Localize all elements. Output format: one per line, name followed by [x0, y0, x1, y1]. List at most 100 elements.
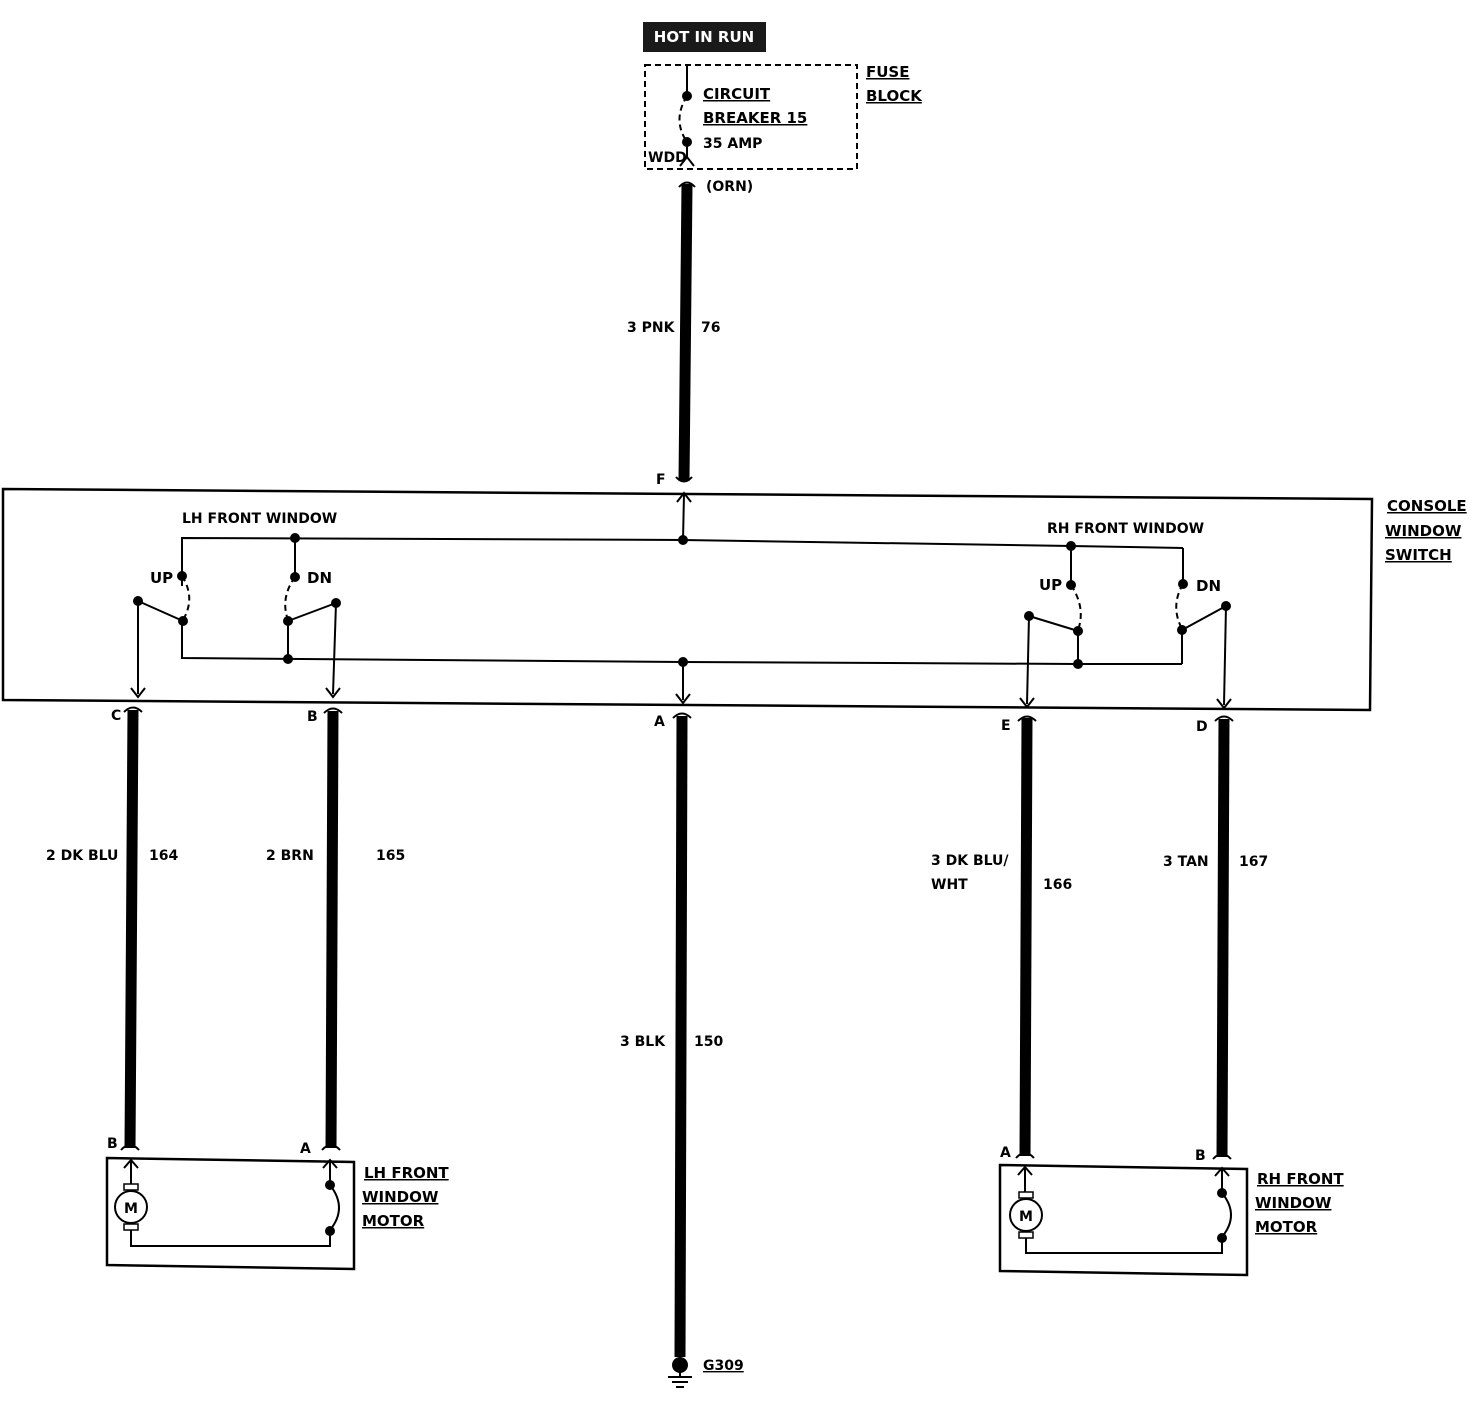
- fuse-block-label-1: FUSE: [866, 63, 909, 81]
- motor-icon-rh: [1009, 1198, 1043, 1232]
- rh-motor-label-1: RH FRONT: [1257, 1170, 1344, 1188]
- rh-dn-output-arrow-icon: [1216, 698, 1232, 710]
- lh-motor-return: [130, 1230, 331, 1247]
- hot-in-run-badge: [643, 22, 766, 52]
- switch-title-3: SWITCH: [1385, 546, 1452, 564]
- wire-165-line: [325, 710, 339, 1149]
- wire-164-gauge: 2 DK BLU: [46, 848, 118, 864]
- wire-165-gauge: 2 BRN: [266, 848, 314, 864]
- rh-dn-dashed-link: [1175, 583, 1184, 630]
- feed-top-connector-icon: [678, 181, 696, 188]
- pin-c-label: C: [111, 708, 121, 724]
- lh-up-dashed-link: [181, 575, 191, 621]
- motor-icon-lh: [114, 1190, 148, 1224]
- lh-switch-label: LH FRONT WINDOW: [182, 511, 337, 527]
- lh-motor-limit-bottom: [325, 1226, 335, 1236]
- rh-motor-housing: [998, 1163, 1249, 1277]
- lh-motor-label-2: WINDOW: [362, 1188, 439, 1206]
- wire-166: 3 DK BLU/ WHT 166: [931, 715, 1072, 1159]
- lh-motor-housing: [105, 1156, 356, 1271]
- rh-motor-return: [1025, 1238, 1223, 1254]
- lh-dn-label: DN: [307, 569, 332, 587]
- wire-167-line: [1216, 718, 1230, 1158]
- pin-e-label: E: [1001, 718, 1011, 734]
- rh-motor-pin-b: B: [1195, 1148, 1206, 1164]
- rh-dn-blade: [1181, 605, 1227, 631]
- pin-a-label: A: [654, 714, 665, 730]
- feed-wire-line: [678, 183, 693, 482]
- breaker-rating: 35 AMP: [703, 136, 762, 152]
- lh-motor-limit-switch: [329, 1184, 340, 1231]
- rh-dn-power-lead: [1070, 545, 1184, 549]
- connector-label: WDD: [648, 150, 687, 166]
- breaker-label-2: BREAKER 15: [703, 109, 807, 127]
- wire-167-bottom-connector-icon: [1212, 1153, 1232, 1160]
- switch-feed-arrow-icon: [676, 491, 692, 503]
- wire-167-circuit: 167: [1239, 854, 1268, 870]
- ground-bus: [181, 621, 1079, 665]
- wire-164-top-connector-icon: [123, 706, 143, 713]
- wire-164: 2 DK BLU 164: [46, 706, 178, 1151]
- pin-b-label: B: [307, 709, 318, 725]
- lh-motor-symbol: M: [124, 1201, 138, 1217]
- switch-housing: [1, 487, 1374, 712]
- lh-motor-input-arrow-a-icon: [322, 1158, 338, 1169]
- wire-150: 3 BLK 150: [620, 712, 723, 1358]
- wire-167: 3 TAN 167: [1163, 715, 1268, 1160]
- rh-up-output-arrow-icon: [1019, 697, 1035, 709]
- lh-dn-blade: [287, 602, 337, 622]
- power-bus: [181, 536, 1072, 586]
- wire-164-circuit: 164: [149, 848, 178, 864]
- wire-166-gauge-1: 3 DK BLU/: [931, 853, 1009, 869]
- lh-up-blade: [137, 600, 184, 622]
- rh-motor-label-3: MOTOR: [1255, 1218, 1318, 1236]
- rh-up-output: [1026, 615, 1030, 705]
- rh-up-blade: [1028, 615, 1079, 632]
- lh-up-label: UP: [150, 569, 173, 587]
- breaker-element: [678, 95, 688, 143]
- rh-motor-limit-bottom: [1217, 1233, 1227, 1243]
- wdd-connector-icon: [679, 155, 695, 167]
- rh-switch-label: RH FRONT WINDOW: [1047, 521, 1204, 537]
- lh-motor-pin-b: B: [107, 1136, 118, 1152]
- rh-up-dashed-link: [1070, 584, 1082, 631]
- feed-bottom-connector-icon: [675, 476, 693, 483]
- connector-color: (ORN): [706, 179, 753, 195]
- feed-wire-76: 3 PNK 76: [627, 181, 720, 483]
- console-window-switch: CONSOLE WINDOW SWITCH F LH FRONT WINDOW …: [1, 472, 1467, 735]
- wire-167-gauge: 3 TAN: [1163, 854, 1209, 870]
- lh-motor-input-arrow-icon: [123, 1158, 139, 1169]
- wire-166-circuit: 166: [1043, 877, 1072, 893]
- switch-feed-line: [682, 493, 685, 541]
- lh-motor-label-3: MOTOR: [362, 1212, 425, 1230]
- wire-164-line: [124, 709, 139, 1149]
- wire-166-line: [1019, 717, 1033, 1157]
- wire-150-line: [674, 715, 688, 1358]
- fuse-block-label-2: BLOCK: [866, 87, 923, 105]
- lh-dn-output: [332, 602, 337, 695]
- hot-in-run-label: HOT IN RUN: [654, 28, 754, 46]
- ground-node: [672, 1357, 688, 1373]
- wire-166-gauge-2: WHT: [931, 877, 968, 893]
- lh-front-window-motor: B A LH FRONT WINDOW MOTOR M: [105, 1136, 449, 1271]
- rh-motor-pin-a: A: [1000, 1145, 1011, 1161]
- wire-165: 2 BRN 165: [266, 707, 405, 1151]
- lh-up-output-arrow-icon: [130, 687, 146, 699]
- rh-motor-input-arrow-icon: [1017, 1165, 1033, 1176]
- feed-wire-gauge: 3 PNK: [627, 320, 676, 336]
- wire-165-bottom-connector-icon: [321, 1144, 341, 1151]
- switch-title-2: WINDOW: [1385, 522, 1462, 540]
- rh-front-window-motor: A B RH FRONT WINDOW MOTOR M: [998, 1145, 1344, 1277]
- ground-label: G309: [703, 1358, 744, 1374]
- lh-motor-brush-bottom: [123, 1223, 139, 1231]
- lh-motor-label-1: LH FRONT: [364, 1164, 449, 1182]
- switch-ground-arrow-icon: [675, 693, 691, 705]
- pin-d-label: D: [1196, 719, 1208, 735]
- ground-g309: G309: [668, 1357, 744, 1388]
- switch-title-1: CONSOLE: [1387, 497, 1467, 515]
- rh-motor-symbol: M: [1019, 1209, 1033, 1225]
- lh-motor-brush-top: [123, 1183, 139, 1191]
- feed-wire-circuit: 76: [701, 320, 720, 336]
- rh-up-ground-node: [1073, 659, 1083, 669]
